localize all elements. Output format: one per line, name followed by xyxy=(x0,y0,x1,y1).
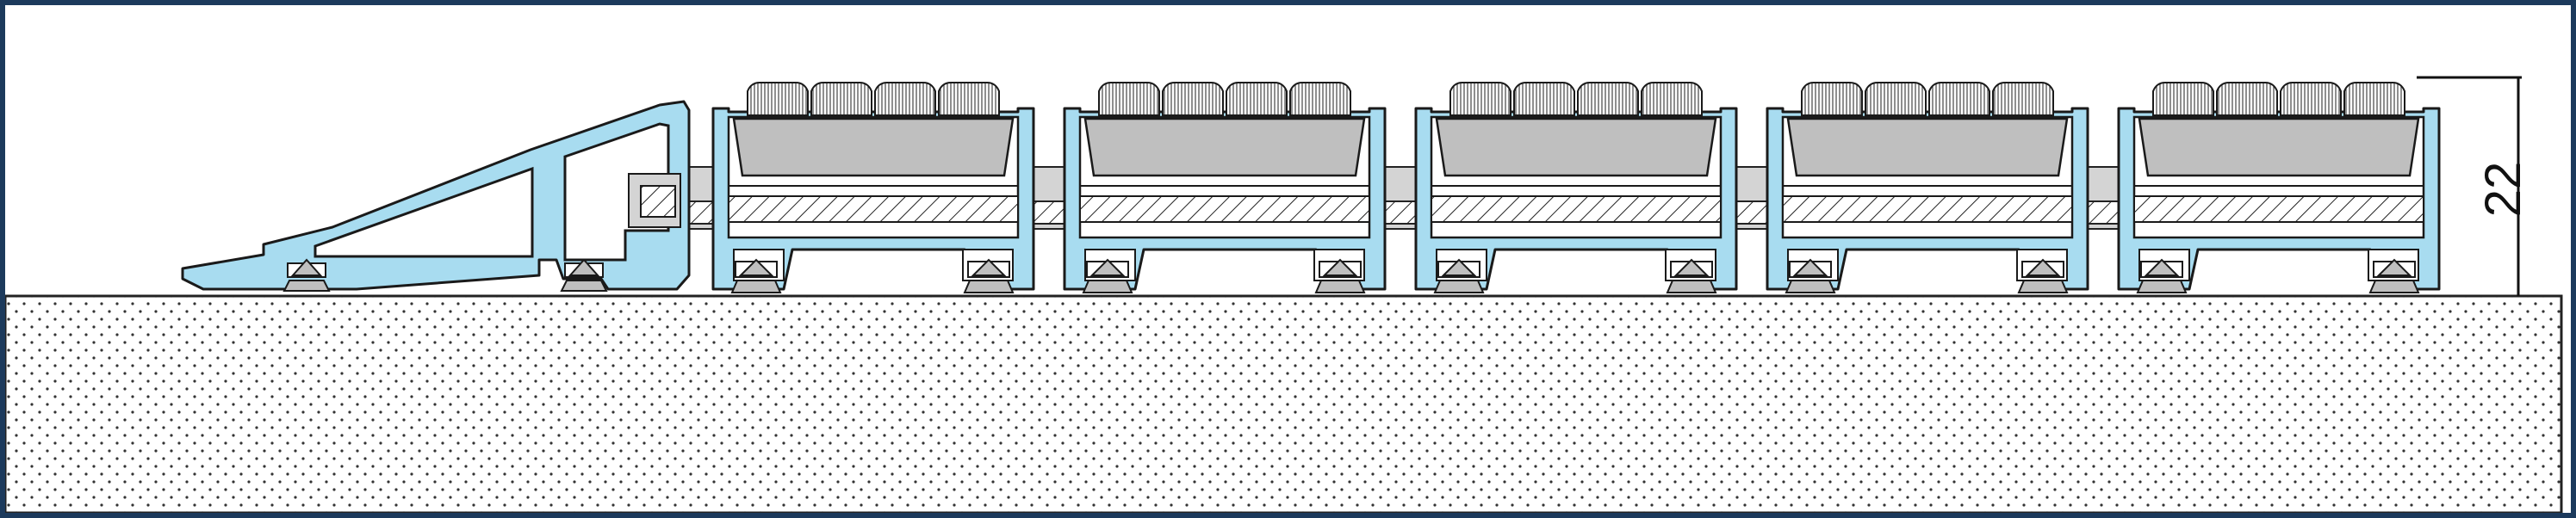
anchor-clip-8 xyxy=(2017,258,2069,293)
brush-strip xyxy=(2216,82,2278,116)
mat-module-5 xyxy=(2117,82,2441,293)
brush-strip xyxy=(2280,82,2342,116)
brush-strip xyxy=(1513,82,1575,116)
rod-band xyxy=(2133,195,2424,223)
rod-band xyxy=(1079,195,1370,223)
brush-strip xyxy=(1992,82,2054,116)
brush-strip xyxy=(1641,82,1703,116)
brush-strip xyxy=(1801,82,1863,116)
brush-strip xyxy=(1289,82,1351,116)
anchor-clip-3 xyxy=(1082,258,1133,293)
insert-tray xyxy=(732,117,1015,177)
brush-strip xyxy=(747,82,809,116)
anchor-clip-2 xyxy=(963,258,1015,293)
brush-strip xyxy=(1098,82,1160,116)
brush-strip xyxy=(1162,82,1224,116)
anchor-clip-1 xyxy=(730,258,782,293)
floor-substrate xyxy=(5,294,2563,513)
brush-strip xyxy=(874,82,936,116)
ramp-profile xyxy=(181,100,691,292)
rod-band xyxy=(728,195,1019,223)
anchor-clip-6 xyxy=(1666,258,1717,293)
mat-module-1 xyxy=(711,82,1035,293)
anchor-clip-5 xyxy=(1433,258,1485,293)
brush-strip xyxy=(1928,82,1990,116)
mat-module-3 xyxy=(1414,82,1738,293)
anchor-clip-9 xyxy=(2136,258,2188,293)
rod-band xyxy=(1431,195,1722,223)
brush-strip xyxy=(1577,82,1639,116)
insert-tray xyxy=(2138,117,2420,177)
brush-strip xyxy=(810,82,872,116)
height-dimension: 22 xyxy=(2417,76,2531,296)
anchor-clip-4 xyxy=(1314,258,1366,293)
anchor-clip-10 xyxy=(2368,258,2420,293)
dimension-label: 22 xyxy=(2475,162,2531,218)
mat-module-2 xyxy=(1063,82,1387,293)
profile-drawing: 22 xyxy=(5,76,2563,513)
brush-strip xyxy=(1865,82,1927,116)
mat-module-4 xyxy=(1766,82,2089,293)
brush-strip xyxy=(1226,82,1288,116)
anchor-clip-7 xyxy=(1785,258,1836,293)
brush-strip xyxy=(1449,82,1511,116)
insert-tray xyxy=(1083,117,1366,177)
insert-tray xyxy=(1786,117,2069,177)
brush-strip xyxy=(938,82,1000,116)
insert-tray xyxy=(1435,117,1717,177)
rod-band xyxy=(1782,195,2073,223)
brush-strip xyxy=(2343,82,2405,116)
mat-modules xyxy=(711,82,2441,293)
brush-strip xyxy=(2152,82,2214,116)
